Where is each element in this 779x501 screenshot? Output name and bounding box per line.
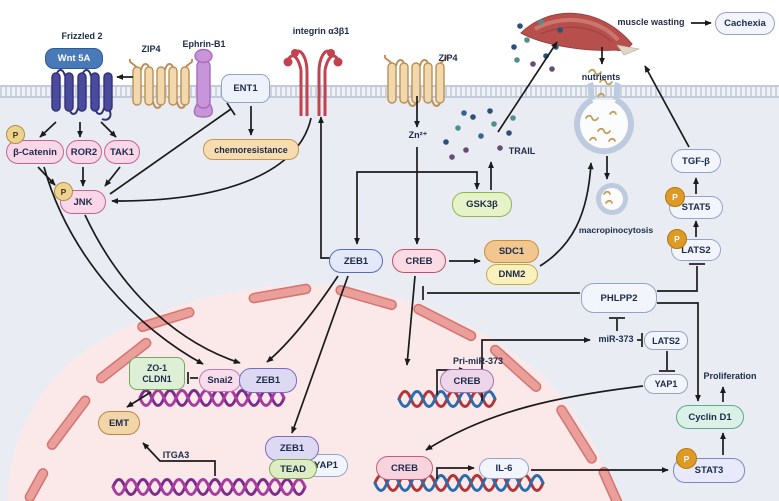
cyclin-d1-node: Cyclin D1 bbox=[676, 405, 744, 429]
zo1-cldn1-node: ZO-1 CLDN1 bbox=[129, 357, 185, 390]
ephrin-b1-label: Ephrin-B1 bbox=[182, 39, 226, 49]
arrow-yap1-to-creb-il6 bbox=[425, 385, 644, 451]
nutrient-squiggles bbox=[585, 68, 617, 204]
creb-nuclear-mir-node: CREB bbox=[440, 369, 494, 393]
nucleus bbox=[8, 284, 613, 501]
frizzled2-label: Frizzled 2 bbox=[61, 31, 103, 41]
proliferation-label: Proliferation bbox=[703, 371, 757, 381]
nutrients-label: nutrients bbox=[581, 72, 621, 82]
dnm2-node: DNM2 bbox=[486, 264, 538, 285]
zo1-label: ZO-1 bbox=[146, 363, 168, 374]
arrow-tgfb-to-muscle bbox=[644, 65, 690, 148]
phospho-badge: P bbox=[665, 187, 685, 207]
beta-catenin-node: β-Catenin bbox=[6, 140, 64, 164]
arrow-zeb1cyto-to-zeb1nuc bbox=[266, 275, 339, 363]
arrow-integrin-to-jnk bbox=[111, 117, 312, 205]
ror2-node: ROR2 bbox=[66, 140, 102, 164]
inhibit-jnk-to-ent1 bbox=[109, 102, 236, 195]
arrow-zn-to-zeb1 bbox=[354, 171, 417, 245]
zeb1-complex-node: ZEB1 bbox=[265, 436, 319, 461]
inhibit-lats2-to-yap1 bbox=[659, 351, 675, 372]
inhibit-phlpp2-to-creb bbox=[422, 286, 580, 300]
trail-label: TRAIL bbox=[508, 146, 536, 156]
frizzled2-receptor bbox=[51, 69, 113, 121]
phlpp2-node: PHLPP2 bbox=[581, 283, 657, 313]
zip4-receptor-center bbox=[383, 54, 449, 107]
chemoresistance-node: chemoresistance bbox=[203, 139, 299, 160]
integrin-a3b1 bbox=[283, 49, 343, 116]
arrow-zo1-to-emt bbox=[126, 391, 152, 408]
muscle-fiber bbox=[520, 12, 641, 56]
arrow-itga3-to-emt bbox=[142, 442, 216, 476]
phospho-badge: P bbox=[6, 125, 25, 144]
il6-node: IL-6 bbox=[479, 458, 529, 479]
trail-dots bbox=[443, 108, 516, 160]
sdc1-node: SDC1 bbox=[484, 240, 539, 263]
zeb1-nuclear-node: ZEB1 bbox=[239, 368, 297, 393]
macropinosome-cup bbox=[574, 81, 634, 155]
inhibit-snai2-to-zo1 bbox=[187, 372, 198, 384]
integrin-label: integrin α3β1 bbox=[292, 26, 350, 36]
zeb1-cytoplasm-node: ZEB1 bbox=[329, 249, 383, 273]
creb-nuclear-il6-node: CREB bbox=[376, 456, 433, 480]
arrow-phlpp2-to-cyclind1 bbox=[657, 302, 701, 402]
ephrin-b1-receptor bbox=[193, 48, 214, 118]
muscle-wasting-label: muscle wasting bbox=[617, 17, 685, 27]
inhibit-mir373-to-lats2 bbox=[637, 333, 643, 347]
snai2-node: Snai2 bbox=[199, 369, 241, 392]
cachexia-node: Cachexia bbox=[715, 12, 775, 35]
arrow-creb-to-il6 bbox=[436, 465, 475, 479]
dna-helix bbox=[111, 478, 307, 496]
ent1-node: ENT1 bbox=[221, 74, 270, 103]
arrow-zn-to-gsk3b bbox=[417, 171, 480, 190]
arrow-trail-to-muscle bbox=[497, 41, 558, 133]
wnt5a-node: Wnt 5A bbox=[45, 48, 103, 69]
yap1-cytoplasm-node: YAP1 bbox=[644, 374, 688, 394]
arrow-frizzled-to-tak1 bbox=[100, 121, 117, 138]
tead-node: TEAD bbox=[269, 459, 317, 479]
phospho-badge: P bbox=[667, 229, 687, 249]
macropinocytosis-label: macropinocytosis bbox=[578, 225, 654, 235]
creb-cytoplasm-node: CREB bbox=[392, 249, 446, 273]
arrow-dnm2-to-cup bbox=[539, 162, 594, 267]
macropinocytosis-vesicle bbox=[596, 183, 628, 215]
lats2-node: LATS2 bbox=[644, 331, 688, 350]
zn-label: Zn²⁺ bbox=[408, 130, 428, 140]
mir373-label: miR-373 bbox=[598, 334, 634, 344]
arrow-bcatenin-to-snai2 bbox=[43, 166, 204, 365]
inhibit-mir373-to-phlpp2 bbox=[609, 317, 625, 331]
arrow-tak1-to-jnk bbox=[104, 166, 121, 187]
nuclear-envelope bbox=[24, 283, 623, 501]
tgf-beta-node: TGF-β bbox=[671, 149, 721, 173]
inhibit-phlpp2-to-lats2p bbox=[657, 263, 705, 292]
tak1-node: TAK1 bbox=[104, 140, 140, 164]
itga3-label: ITGA3 bbox=[162, 450, 190, 460]
phospho-badge: P bbox=[54, 182, 73, 201]
zip4-center-label: ZIP4 bbox=[438, 53, 458, 63]
gsk3b-node: GSK3β bbox=[452, 192, 512, 217]
cldn1-label: CLDN1 bbox=[142, 373, 172, 384]
emt-node: EMT bbox=[98, 411, 140, 435]
zip4-left-label: ZIP4 bbox=[141, 44, 161, 54]
arrow-zeb1-to-integrin bbox=[318, 116, 332, 259]
arrow-zeb1cyto-to-complex bbox=[291, 275, 349, 434]
pri-mir373-label: Pri-miR-373 bbox=[452, 356, 504, 366]
arrow-creb-to-nucleus bbox=[404, 275, 416, 366]
arrow-jnk-to-zeb1nuc bbox=[84, 214, 241, 364]
zip4-receptor-left bbox=[128, 58, 194, 109]
arrow-frizzled-to-bcatenin bbox=[39, 121, 57, 138]
dna-helix bbox=[138, 389, 286, 407]
phospho-badge: P bbox=[676, 448, 697, 469]
